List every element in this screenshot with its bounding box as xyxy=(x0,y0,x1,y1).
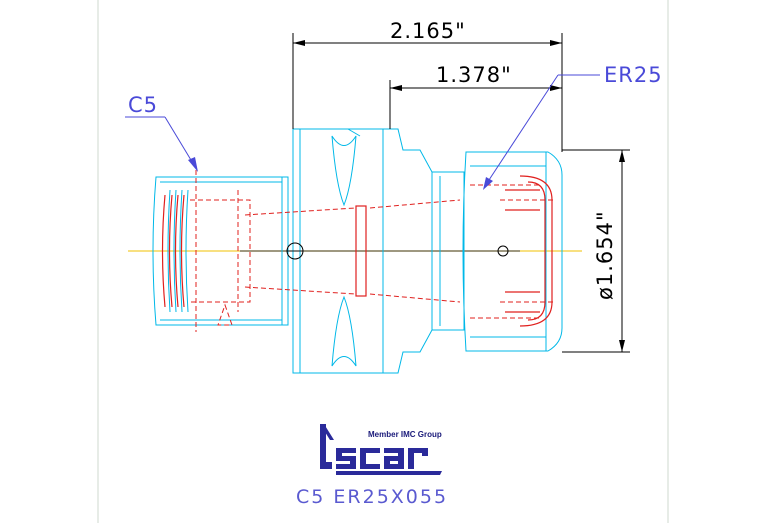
label-er25: ER25 xyxy=(604,63,663,87)
dimension-lines xyxy=(292,33,630,353)
dimension-arrows xyxy=(293,40,625,352)
label-c5: C5 xyxy=(128,93,158,117)
drawing-caption: C5 ER25X055 xyxy=(296,486,448,508)
dimension-collet-length: 1.378" xyxy=(436,63,512,87)
label-leaders xyxy=(125,74,600,184)
dimension-overall-length: 2.165" xyxy=(390,19,466,43)
center-hole-right xyxy=(497,245,509,257)
hidden-solid xyxy=(161,175,553,327)
dimension-diameter: ø1.654" xyxy=(593,210,617,300)
logo-wordmark xyxy=(320,424,442,475)
hidden-lines xyxy=(190,170,555,332)
logo-tagline: Member IMC Group xyxy=(368,430,442,439)
label-arrowheads xyxy=(188,157,493,190)
iscar-logo: Member IMC Group xyxy=(320,424,442,475)
